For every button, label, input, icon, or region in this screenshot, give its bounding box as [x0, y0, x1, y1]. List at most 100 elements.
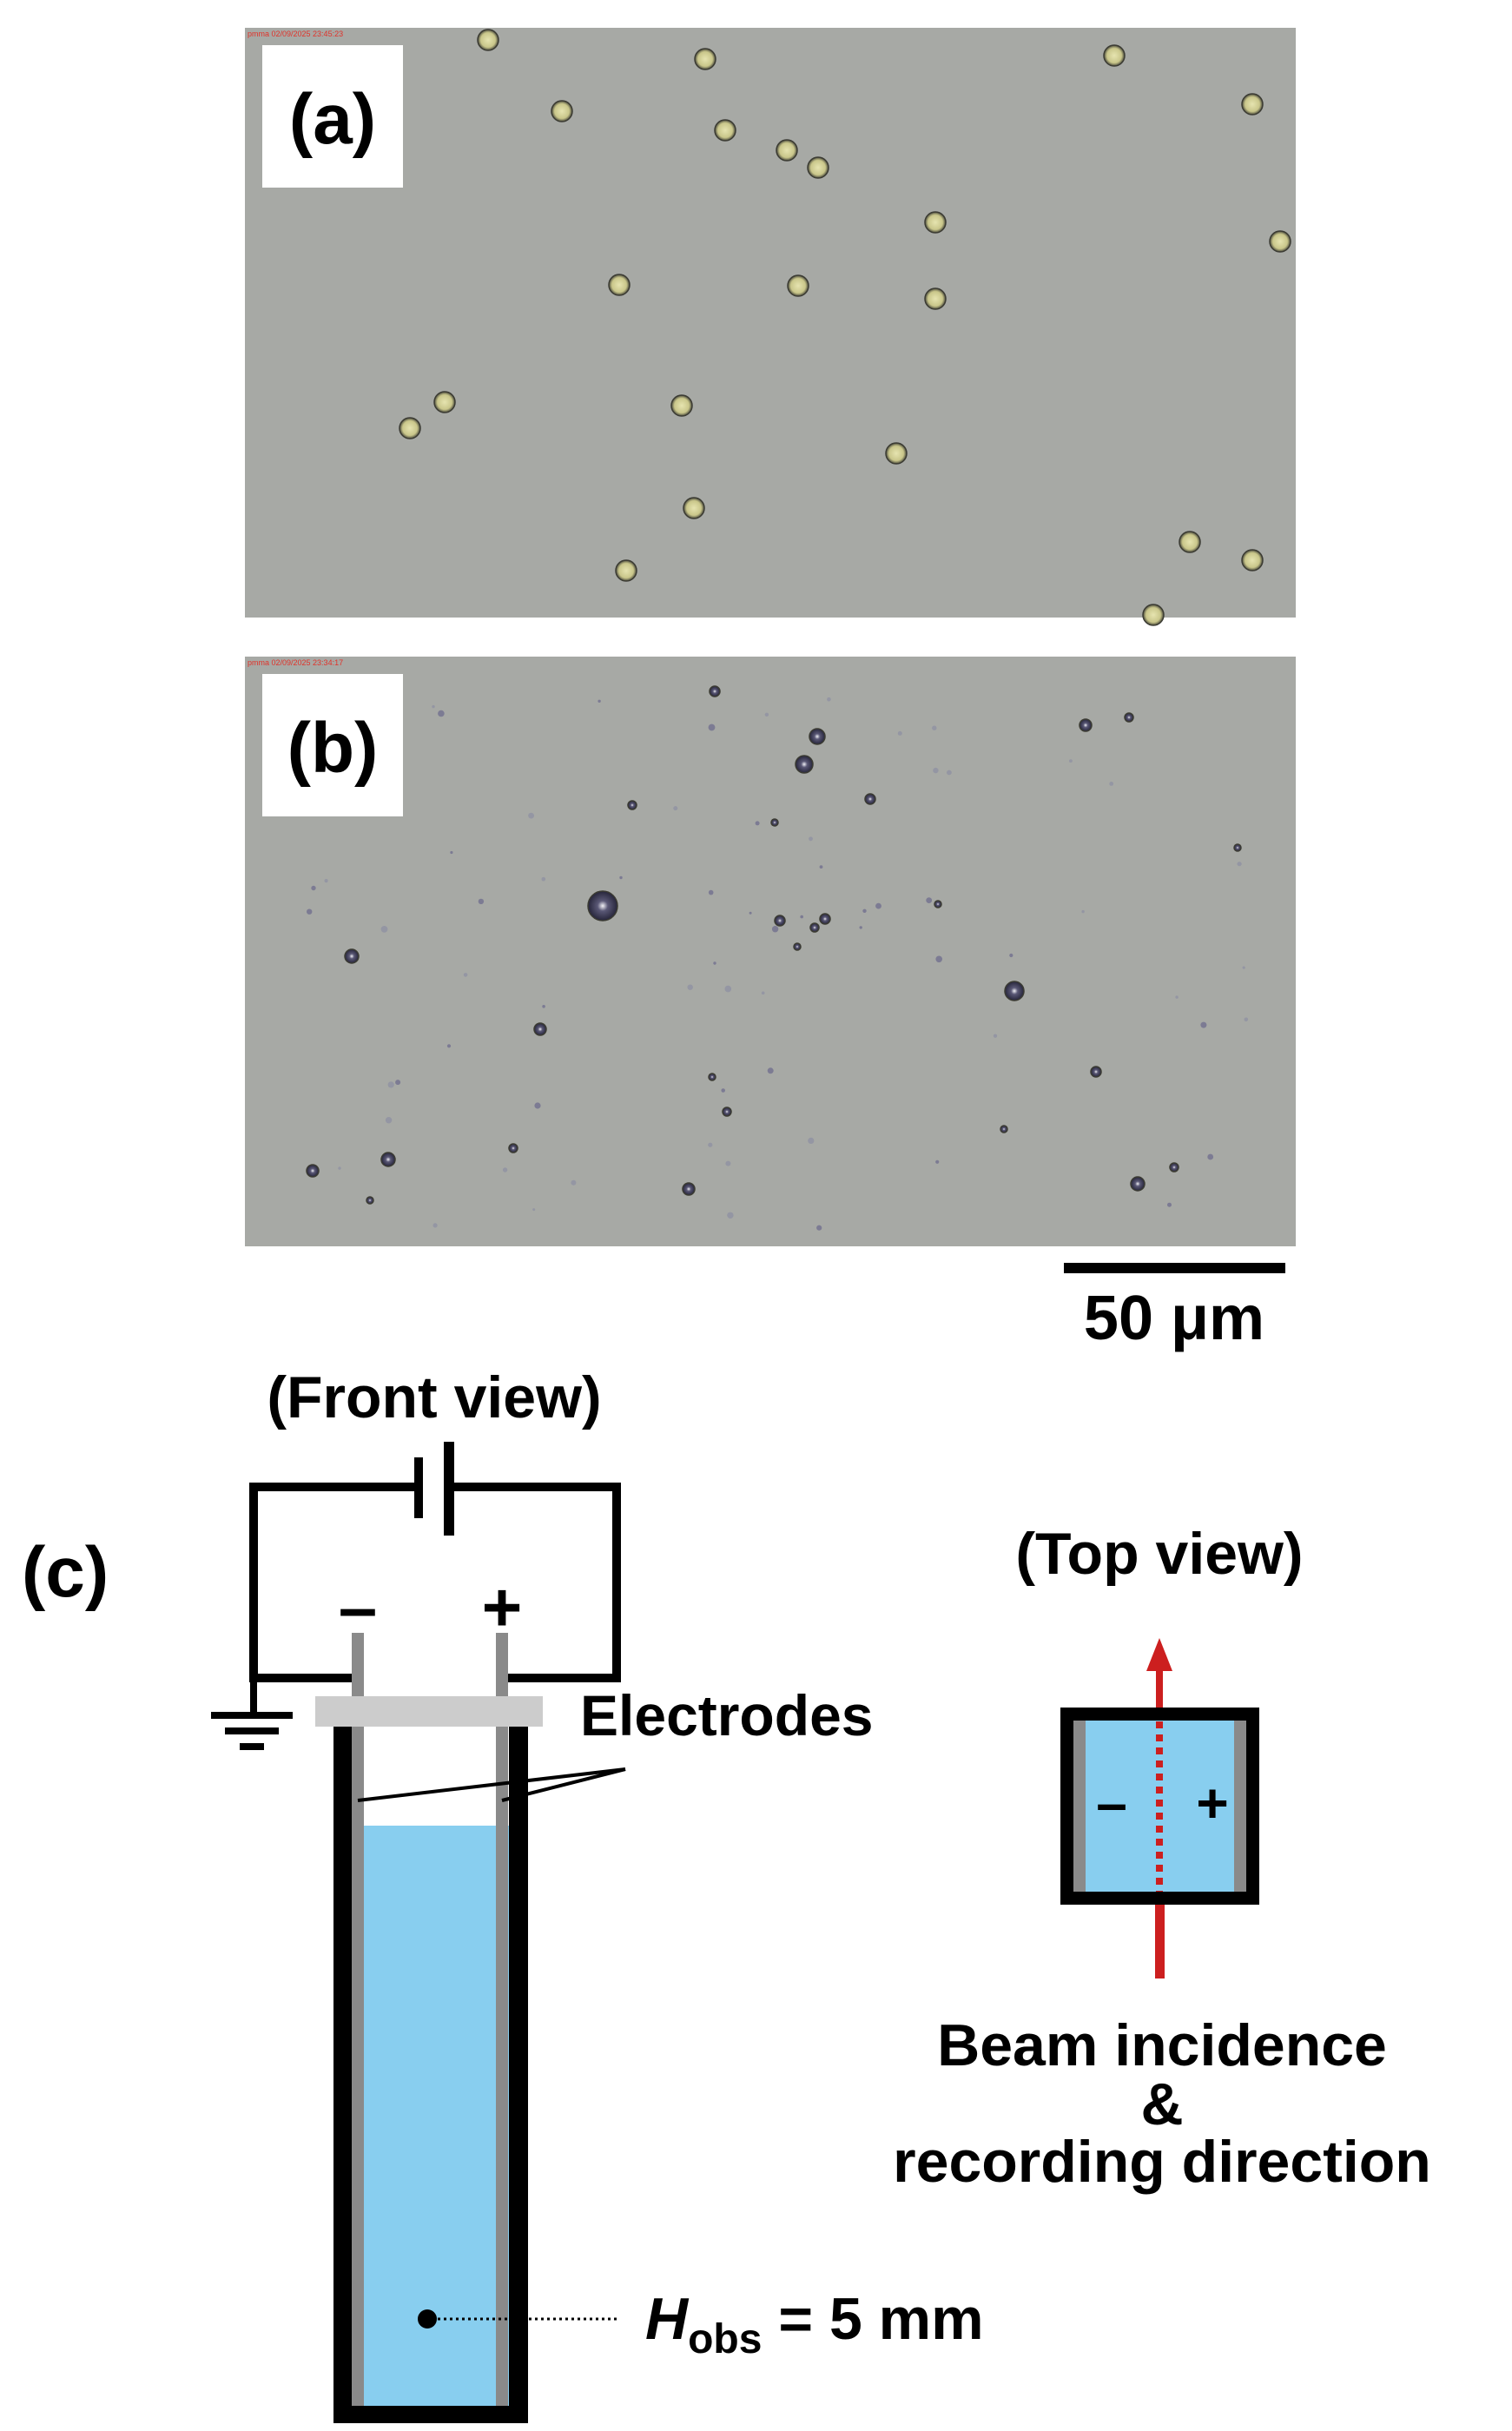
particle: [722, 1107, 732, 1117]
speck: [380, 926, 388, 933]
speck: [808, 1137, 815, 1144]
particle: [433, 391, 456, 413]
speck: [761, 991, 765, 995]
particle: [1130, 1176, 1146, 1192]
particle: [682, 1182, 696, 1196]
cuvette-cap: [315, 1696, 543, 1727]
speck: [926, 897, 933, 903]
speck: [1237, 862, 1242, 867]
speck: [542, 1005, 545, 1008]
particle: [366, 1196, 374, 1205]
top-view-title: (Top view): [1015, 1521, 1303, 1587]
panel-c-label: (c): [22, 1533, 109, 1612]
particle: [1124, 712, 1134, 723]
speck: [307, 908, 313, 915]
speck: [932, 725, 937, 730]
particle: [1000, 1125, 1008, 1133]
speck: [338, 1166, 341, 1170]
particle: [1179, 531, 1201, 553]
battery-icon: [414, 1442, 454, 1536]
particle: [508, 1143, 518, 1153]
speck: [897, 730, 902, 736]
speck: [1167, 1202, 1172, 1207]
panel-b-label: (b): [287, 709, 379, 788]
speck: [1242, 966, 1245, 969]
electrode-left: [352, 1633, 364, 2406]
beam-label-line3: recording direction: [893, 2129, 1431, 2195]
particle: [714, 119, 736, 142]
particle: [924, 287, 947, 310]
speck: [532, 1208, 536, 1212]
cuvette-bottom: [333, 2406, 528, 2423]
particle: [1142, 604, 1165, 626]
speck: [727, 1212, 734, 1219]
top-minus-sign: –: [1096, 1772, 1127, 1834]
micrograph-a: pmma 02/09/2025 23:45:23 (a): [245, 28, 1296, 626]
speck: [1244, 1017, 1249, 1022]
speck: [1009, 953, 1014, 958]
particle: [306, 1164, 320, 1178]
electrodes-label: Electrodes: [580, 1683, 873, 1747]
top-electrode-left: [1073, 1721, 1086, 1892]
particle: [795, 755, 814, 774]
micrograph-b: pmma 02/09/2025 23:34:17 (b): [245, 657, 1296, 1246]
speck: [446, 1044, 452, 1048]
speck: [708, 723, 716, 731]
particles-b: [282, 685, 1249, 1231]
speck: [311, 885, 316, 891]
particle: [793, 942, 802, 951]
particle: [774, 915, 786, 927]
speck: [721, 1088, 725, 1093]
speck: [875, 902, 881, 909]
speck: [755, 821, 760, 826]
h-obs-value: = 5 mm: [762, 2286, 983, 2352]
beam-incidence-line: [1155, 1905, 1165, 1978]
beam-label-line2: &: [1140, 2071, 1183, 2137]
speck: [725, 1160, 731, 1166]
particle: [787, 274, 809, 297]
speck: [502, 1167, 508, 1173]
speck: [1069, 759, 1073, 763]
speck: [324, 879, 328, 883]
speck: [478, 898, 485, 905]
speck: [933, 767, 939, 774]
particle: [1103, 44, 1126, 67]
particle: [399, 417, 421, 439]
speck: [619, 875, 623, 880]
cuvette-wall-left: [333, 1727, 353, 2421]
speck: [687, 984, 693, 990]
speck: [816, 1225, 822, 1231]
speck: [859, 926, 862, 929]
speck: [432, 704, 435, 709]
speck: [387, 1081, 394, 1088]
particle: [694, 48, 716, 70]
speck: [862, 908, 867, 914]
speck: [1207, 1153, 1214, 1160]
particle: [1169, 1162, 1179, 1173]
top-plus-sign: +: [1196, 1772, 1228, 1834]
speck: [819, 865, 823, 869]
speck: [1109, 782, 1114, 786]
scale-bar: 50 μm: [1064, 1263, 1285, 1353]
electrodes-pointer-left: [357, 1767, 626, 1802]
particles-a: [399, 29, 1291, 626]
speck: [1175, 995, 1179, 999]
top-electrode-right: [1234, 1721, 1246, 1892]
particle: [809, 728, 826, 745]
speck: [993, 1034, 998, 1038]
h-obs-subscript: obs: [688, 2316, 762, 2362]
speck: [541, 876, 546, 882]
speck: [809, 836, 813, 842]
particle: [344, 948, 360, 964]
speck: [724, 985, 732, 993]
panel-b-label-box: [262, 674, 403, 816]
particle: [587, 890, 618, 922]
speck: [708, 889, 714, 895]
particle: [670, 394, 693, 417]
particle: [885, 442, 908, 465]
particle: [807, 156, 829, 179]
observation-point: [418, 2309, 437, 2329]
speck: [800, 915, 803, 919]
particle: [1233, 843, 1242, 852]
